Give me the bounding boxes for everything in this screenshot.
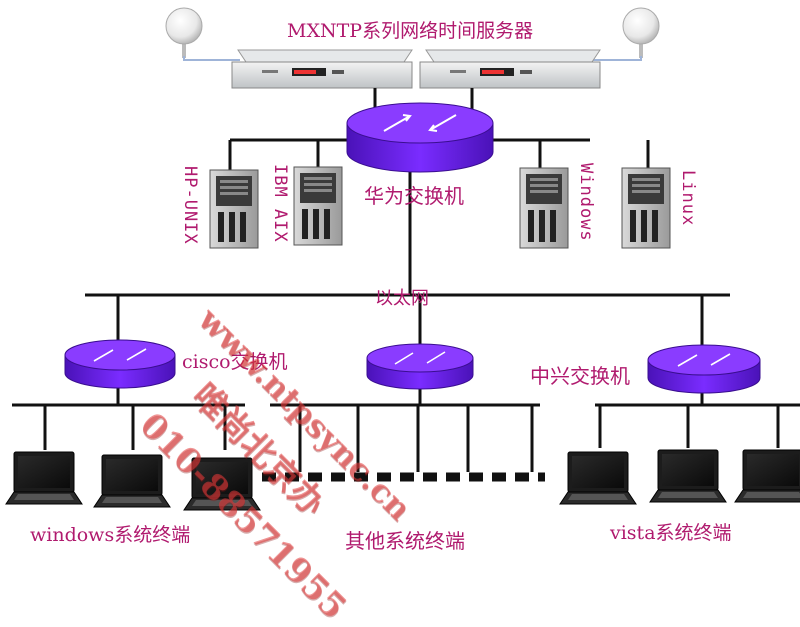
laptop-icon [5, 451, 83, 505]
server-label-ibm-aix: IBM AIX [270, 164, 290, 243]
laptop-icon [559, 451, 637, 505]
ethernet-label: 以太网 [375, 288, 429, 309]
network-diagram [5, 7, 800, 511]
cisco-switch-icon [64, 339, 176, 389]
server-label-hp-unix: HP-UNIX [180, 166, 200, 245]
server-label-windows: Windows [576, 163, 596, 242]
diagram-title: MXNTP系列网络时间服务器 [287, 20, 534, 42]
terminal-label-windows: windows系统终端 [30, 524, 191, 546]
server-tower-windows [519, 167, 569, 249]
server-label-linux: Linux [678, 170, 698, 227]
server-tower-ibm-aix [293, 166, 343, 246]
laptop-icon [93, 454, 171, 508]
network-lines [12, 88, 800, 472]
gps-antenna-left [165, 7, 240, 61]
cisco-switch-label: cisco交换机 [182, 351, 288, 373]
terminal-label-other: 其他系统终端 [345, 529, 465, 553]
server-tower-hp-unix [209, 169, 259, 249]
laptop-icon [183, 457, 261, 511]
other-switch-icon [366, 343, 474, 390]
gps-antenna-right [592, 7, 660, 61]
zte-switch-icon [647, 344, 761, 394]
terminal-label-vista: vista系统终端 [610, 522, 732, 544]
laptops [5, 449, 800, 511]
zte-switch-label: 中兴交换机 [530, 364, 630, 388]
server-tower-linux [621, 167, 671, 249]
time-server-left [231, 49, 413, 89]
laptop-icon [649, 449, 727, 503]
laptop-icon [734, 449, 800, 503]
time-server-right [419, 49, 601, 89]
huawei-switch-label: 华为交换机 [364, 184, 464, 208]
huawei-switch-icon [346, 102, 494, 173]
